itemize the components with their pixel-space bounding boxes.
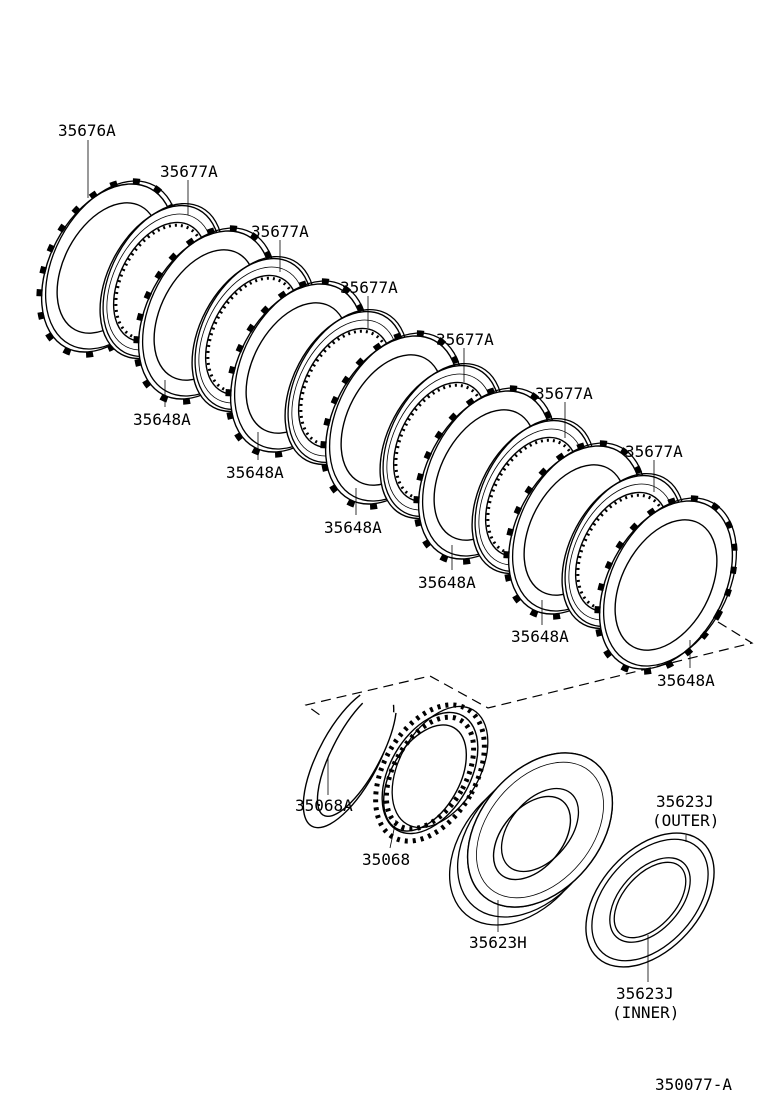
label-35677A-2: 35677A [251, 222, 309, 241]
label-inner-note: (INNER) [612, 1003, 679, 1022]
figure-id: 350077-A [655, 1075, 732, 1094]
leader-lines [87, 140, 691, 982]
snap-ring-35068A [302, 694, 397, 829]
label-35068A: 35068A [295, 796, 353, 815]
piston-35623H [448, 752, 614, 926]
label-35648A-5: 35648A [511, 627, 569, 646]
label-outer-note: (OUTER) [652, 811, 719, 830]
part-labels: 35676A 35677A 35677A 35677A 35677A 35677… [58, 121, 732, 1094]
assembly-dashed-bracket [304, 621, 754, 719]
label-35623J-inner: 35623J [616, 984, 674, 1003]
label-35677A-4: 35677A [436, 330, 494, 349]
label-35648A-4: 35648A [418, 573, 476, 592]
label-35677A-3: 35677A [340, 278, 398, 297]
label-35648A-6: 35648A [657, 671, 715, 690]
clutch-pack-group [36, 178, 738, 675]
label-35623J-outer: 35623J [656, 792, 714, 811]
label-35677A-5: 35677A [535, 384, 593, 403]
label-35648A-1: 35648A [133, 410, 191, 429]
seal-ring-35623J-inner [609, 857, 691, 943]
label-35677A-1: 35677A [160, 162, 218, 181]
label-35648A-3: 35648A [324, 518, 382, 537]
seal-ring-35623J-outer [585, 832, 715, 968]
one-way-clutch-35068 [373, 702, 489, 844]
label-35676A: 35676A [58, 121, 116, 140]
label-35648A-2: 35648A [226, 463, 284, 482]
label-35623H: 35623H [469, 933, 527, 952]
label-35068: 35068 [362, 850, 410, 869]
clutch-plate-35648A [594, 495, 738, 675]
label-35677A-6: 35677A [625, 442, 683, 461]
